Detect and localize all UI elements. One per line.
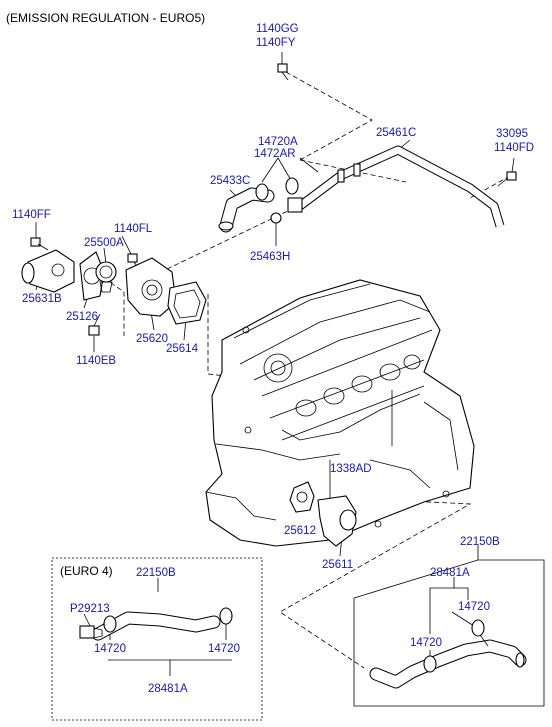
- water-pipe-25461c: [297, 145, 505, 228]
- label-14720-lower: 14720: [410, 637, 442, 649]
- label-25461c: 25461C: [376, 127, 416, 139]
- engine-block: [205, 279, 475, 547]
- label-1472ar: 1472AR: [254, 148, 296, 160]
- label-28481a: 28481A: [430, 567, 470, 579]
- part-labels: 1140GG 1140FY 14720A 1472AR 25461C 33095…: [12, 23, 534, 649]
- label-1140fd: 1140FD: [494, 142, 534, 154]
- leader-lines: [35, 52, 545, 707]
- label-1140fl: 1140FL: [114, 223, 153, 235]
- bolt-1140fd-icon: [497, 171, 517, 187]
- label-1140ff: 1140FF: [12, 209, 51, 221]
- label-33095: 33095: [496, 128, 528, 140]
- bolt-1140eb-icon: [88, 313, 101, 336]
- label-euro4-14720-left: 14720: [94, 643, 126, 655]
- label-25433c: 25433C: [210, 175, 250, 187]
- label-22150b: 22150B: [460, 536, 500, 548]
- label-1140gg: 1140GG: [256, 23, 299, 35]
- label-25631b: 25631B: [22, 293, 62, 305]
- label-25620: 25620: [136, 333, 168, 345]
- diagram-title: (EMISSION REGULATION - EURO5): [6, 11, 205, 25]
- label-25611: 25611: [322, 559, 353, 571]
- gasket-25126: [79, 251, 105, 301]
- bolt-1140gg-icon: [277, 63, 289, 81]
- water-outlet-25631b: [21, 249, 75, 293]
- label-25612: 25612: [284, 525, 316, 537]
- gasket-25614: [167, 281, 207, 325]
- hose-clamp-icon: [103, 607, 233, 633]
- label-1140eb: 1140EB: [76, 355, 116, 367]
- hose-clamp-icon: [255, 177, 299, 201]
- euro4-title: (EURO 4): [60, 564, 113, 578]
- label-1140fy: 1140FY: [256, 37, 296, 49]
- exhaust-ports: [295, 354, 421, 417]
- label-euro4-22150b: 22150B: [136, 567, 176, 579]
- bolt-1140ff-icon: [30, 237, 49, 251]
- gasket-25612: [289, 481, 315, 513]
- hose-clamp-icon: [423, 619, 485, 673]
- label-14720a: 14720A: [258, 136, 298, 148]
- water-fitting-25611: [317, 495, 357, 547]
- label-euro4-14720-right: 14720: [208, 643, 240, 655]
- label-25500a: 25500A: [84, 237, 124, 249]
- label-1338ad: 1338AD: [330, 463, 372, 475]
- euro4-labels: 22150B P29213 14720 14720 28481A: [70, 567, 240, 695]
- thermostat-housing-25620: [125, 257, 177, 317]
- label-25463h: 25463H: [250, 251, 290, 263]
- label-14720-upper: 14720: [458, 601, 490, 613]
- label-euro4-p29213: P29213: [70, 603, 110, 615]
- euro4-panel: (EURO 4): [51, 557, 263, 721]
- thermostat-25500a: [95, 261, 117, 293]
- hose-22150b: [369, 631, 527, 689]
- pipe-fitting-25463h: [270, 197, 303, 224]
- label-euro4-28481a: 28481A: [148, 683, 188, 695]
- label-25614: 25614: [166, 343, 199, 355]
- label-25126: 25126: [66, 311, 98, 323]
